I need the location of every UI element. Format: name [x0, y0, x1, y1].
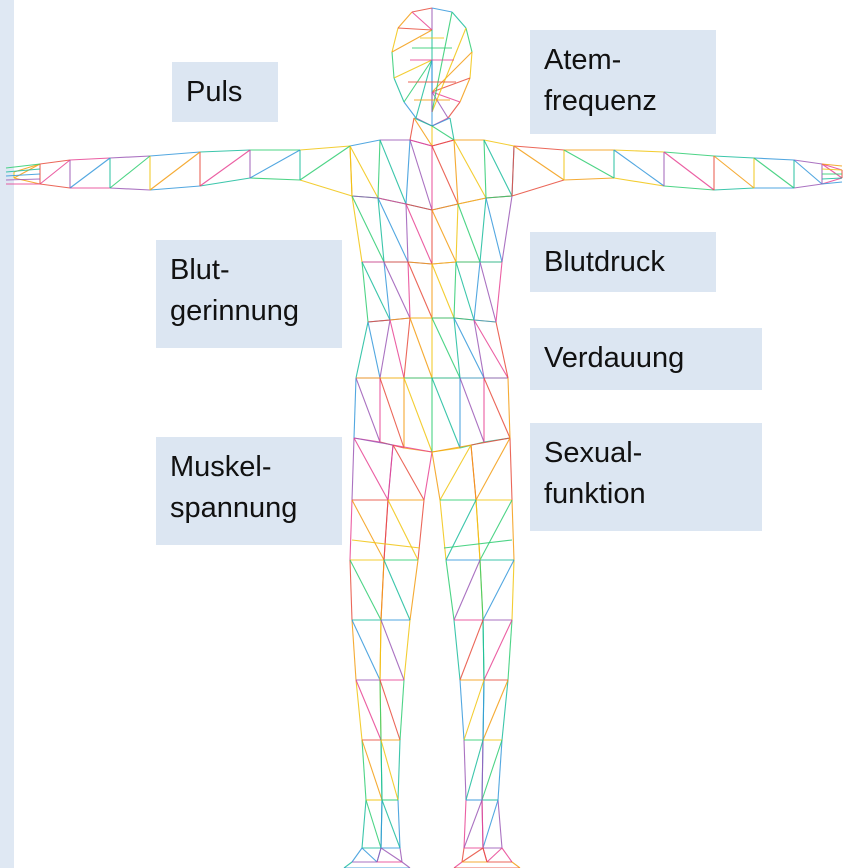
label-sexualfunktion: Sexual- funktion	[530, 423, 762, 531]
label-blutdruck: Blutdruck	[530, 232, 716, 292]
label-blutdruck-line-1: Blutdruck	[544, 242, 702, 283]
label-blutgerinnung: Blut- gerinnung	[156, 240, 342, 348]
label-atemfrequenz-line-2: frequenz	[544, 81, 702, 122]
label-atemfrequenz-line-1: Atem-	[544, 40, 702, 81]
label-atemfrequenz: Atem- frequenz	[530, 30, 716, 134]
label-sexualfunktion-line-2: funktion	[544, 474, 748, 515]
label-puls: Puls	[172, 62, 278, 122]
label-puls-line-1: Puls	[186, 72, 264, 113]
label-verdauung-line-1: Verdauung	[544, 338, 748, 379]
label-blutgerinnung-line-1: Blut-	[170, 250, 328, 291]
label-verdauung: Verdauung	[530, 328, 762, 390]
label-muskelspannung-line-1: Muskel-	[170, 447, 328, 488]
label-sexualfunktion-line-1: Sexual-	[544, 433, 748, 474]
label-muskelspannung: Muskel- spannung	[156, 437, 342, 545]
label-muskelspannung-line-2: spannung	[170, 488, 328, 529]
label-blutgerinnung-line-2: gerinnung	[170, 291, 328, 332]
